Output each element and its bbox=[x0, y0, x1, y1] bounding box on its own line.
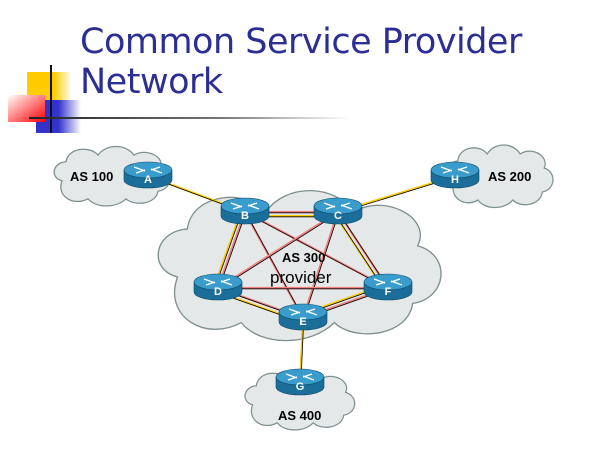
ibgp-link-C-D bbox=[217, 211, 339, 289]
as300-label: AS 300 bbox=[282, 250, 325, 265]
router-arrows-icon bbox=[230, 202, 260, 210]
router-top bbox=[193, 273, 243, 291]
router-top bbox=[123, 161, 173, 179]
router-c[interactable]: C bbox=[313, 197, 363, 225]
router-label: H bbox=[451, 174, 459, 186]
router-f[interactable]: F bbox=[363, 273, 413, 301]
router-top bbox=[430, 161, 480, 179]
router-top bbox=[220, 197, 270, 215]
router-arrows-icon bbox=[288, 308, 318, 316]
router-label: G bbox=[296, 381, 305, 393]
slide-title: Common Service Provider Network bbox=[80, 22, 522, 102]
ibgp-link-B-E-shadow bbox=[245, 212, 305, 319]
router-label: F bbox=[385, 286, 392, 298]
routers-layer: A B C D E F G H bbox=[123, 161, 480, 396]
router-a[interactable]: A bbox=[123, 161, 173, 189]
router-arrows-icon bbox=[133, 166, 163, 174]
router-b[interactable]: B bbox=[220, 197, 270, 225]
router-arrows-icon bbox=[440, 166, 470, 174]
router-d[interactable]: D bbox=[193, 273, 243, 301]
as100-label: AS 100 bbox=[70, 169, 113, 184]
as400-label: AS 400 bbox=[278, 408, 321, 423]
router-arrows-icon bbox=[203, 278, 233, 286]
router-top bbox=[278, 303, 328, 321]
ibgp-link-B-F-shadow bbox=[245, 212, 389, 290]
router-label: D bbox=[214, 286, 222, 298]
router-g[interactable]: G bbox=[275, 368, 325, 396]
router-top bbox=[363, 273, 413, 291]
router-top bbox=[313, 197, 363, 215]
router-label: A bbox=[144, 174, 152, 186]
router-top bbox=[275, 368, 325, 386]
router-arrows-icon bbox=[373, 278, 403, 286]
ibgp-link-C-D-shadow bbox=[218, 212, 340, 290]
router-e[interactable]: E bbox=[278, 303, 328, 331]
title-line-2: Network bbox=[80, 62, 223, 102]
title-underline bbox=[29, 117, 349, 119]
as300-sublabel: provider bbox=[270, 268, 332, 287]
as200-label: AS 200 bbox=[488, 169, 531, 184]
router-arrows-icon bbox=[285, 373, 315, 381]
router-label: C bbox=[334, 210, 342, 222]
router-h[interactable]: H bbox=[430, 161, 480, 189]
router-arrows-icon bbox=[323, 202, 353, 210]
title-line-1: Common Service Provider bbox=[80, 22, 522, 62]
router-label: B bbox=[241, 210, 249, 222]
ibgp-link-C-E bbox=[301, 211, 340, 319]
logo-vertical-line bbox=[50, 65, 52, 133]
ibgp-link-C-E-shadow bbox=[303, 212, 340, 319]
router-label: E bbox=[299, 316, 306, 328]
